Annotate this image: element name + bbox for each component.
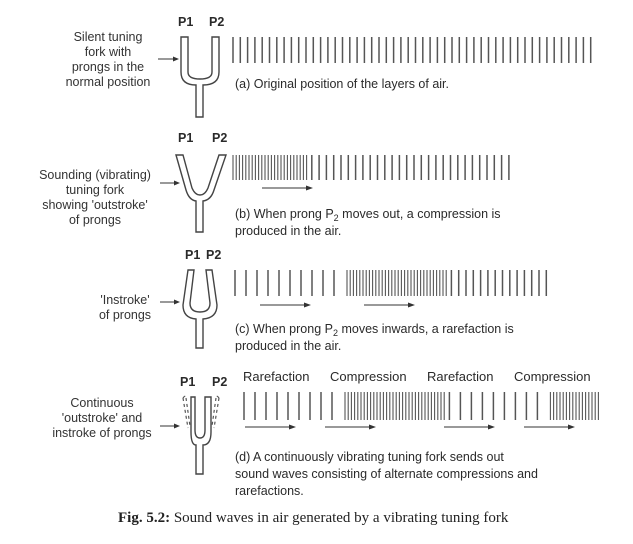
region-label-compression-1: Compression [330, 369, 407, 384]
arrow-right-icon [488, 424, 495, 430]
figure-caption: Fig. 5.2: Sound waves in air generated b… [118, 510, 508, 527]
air-layers-c [234, 270, 548, 296]
panel-a-prong-p1: P1 [178, 15, 194, 29]
panel-c-prong-p2: P2 [206, 248, 222, 262]
region-label-rarefaction-1: Rarefaction [243, 369, 310, 384]
tuning-fork-continuous [190, 396, 212, 475]
arrow-right-icon [568, 424, 575, 430]
panel-c-prong-p1: P1 [185, 248, 201, 262]
pointer-arrow-c [160, 299, 180, 305]
pointer-arrow-b [160, 180, 180, 186]
panel-d-side-label: Continuous 'outstroke' and instroke of p… [52, 396, 152, 440]
panel-c-caption: (c) When prong P2 moves inwards, a raref… [235, 322, 514, 353]
panel-d-prong-p2: P2 [212, 375, 228, 389]
panel-b-prong-p2: P2 [212, 131, 228, 145]
arrow-right-icon [369, 424, 376, 430]
region-label-compression-2: Compression [514, 369, 591, 384]
pointer-arrow-a [158, 56, 179, 62]
tuning-fork-instroke [182, 269, 218, 349]
arrow-right-icon [289, 424, 296, 430]
figure-caption-label: Fig. 5.2: [118, 510, 171, 526]
air-layers-a [232, 37, 592, 63]
figure-caption-text: Sound waves in air generated by a vibrat… [170, 510, 509, 526]
air-layers-d [243, 392, 599, 420]
tuning-fork-outstroke [175, 154, 227, 233]
arrow-right-icon [306, 185, 313, 191]
region-label-rarefaction-2: Rarefaction [427, 369, 494, 384]
arrow-right-icon [304, 302, 311, 308]
prong-motion-dashes [182, 395, 220, 429]
panel-b-caption: (b) When prong P2 moves out, a compressi… [235, 207, 501, 238]
panel-a-side-label: Silent tuning fork with prongs in the no… [65, 30, 151, 89]
panel-b-prong-p1: P1 [178, 131, 194, 145]
panel-d-prong-p1: P1 [180, 375, 196, 389]
tuning-fork-normal [180, 36, 220, 118]
panel-b-side-label: Sounding (vibrating) tuning fork showing… [39, 168, 151, 227]
panel-d-caption: (d) A continuously vibrating tuning fork… [235, 450, 538, 498]
panel-a-prong-p2: P2 [209, 15, 225, 29]
air-layers-b [232, 155, 510, 180]
panel-c-side-label: 'Instroke' of prongs [98, 293, 152, 322]
arrow-right-icon [408, 302, 415, 308]
pointer-arrow-d [160, 423, 180, 429]
panel-a-caption: (a) Original position of the layers of a… [235, 77, 449, 91]
propagation-arrows [245, 185, 575, 430]
